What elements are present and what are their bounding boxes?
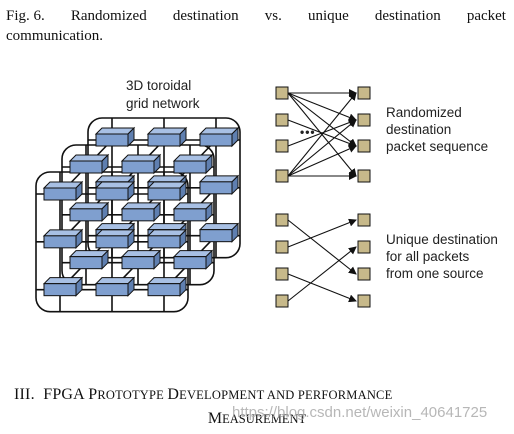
network-node — [95, 235, 129, 249]
source-node-square — [275, 267, 289, 281]
network-node — [147, 133, 181, 147]
grid-label-line2: grid network — [126, 96, 200, 111]
source-node-square — [275, 139, 289, 153]
caption-word: destination — [374, 8, 441, 24]
network-node — [173, 208, 207, 222]
randomized-label-2: destination — [386, 122, 451, 137]
section-heading-line2: MEASUREMENT — [207, 410, 307, 427]
network-node — [121, 160, 155, 174]
toroidal-grid-network — [35, 117, 241, 313]
network-node — [95, 283, 129, 297]
section-numeral: III. — [14, 386, 35, 403]
network-node — [199, 133, 233, 147]
randomized-label-1: Randomized — [386, 105, 462, 120]
network-node — [173, 256, 207, 270]
caption-word: unique — [307, 8, 349, 24]
caption-word: Fig. 6. — [6, 8, 45, 24]
packet-arrow — [287, 219, 357, 275]
caption-word: destination — [172, 8, 239, 24]
destination-node-square — [357, 86, 371, 100]
figure-caption: Fig. 6. Randomized destination vs. uniqu… — [6, 6, 506, 46]
source-node-square — [275, 86, 289, 100]
network-node — [147, 283, 181, 297]
grid-label-line1: 3D toroidal — [126, 78, 191, 93]
caption-line-2: communication. — [6, 28, 104, 44]
source-node-square — [275, 169, 289, 183]
packet-arrow — [287, 118, 357, 147]
network-node — [43, 235, 77, 249]
source-node-square — [275, 213, 289, 227]
packet-arrow-diagrams — [275, 86, 371, 308]
network-node — [121, 256, 155, 270]
packet-arrow — [287, 145, 357, 177]
network-node — [69, 160, 103, 174]
packet-arrow — [287, 119, 357, 177]
network-node — [69, 256, 103, 270]
network-node — [147, 187, 181, 201]
network-node — [95, 187, 129, 201]
network-node — [147, 235, 181, 249]
unique-label-3: from one source — [386, 266, 484, 281]
destination-node-square — [357, 113, 371, 127]
destination-node-square — [357, 139, 371, 153]
caption-word: vs. — [264, 8, 282, 24]
packet-arrow — [287, 92, 357, 177]
packet-arrow — [287, 246, 357, 302]
source-node-square — [275, 113, 289, 127]
network-node — [199, 181, 233, 195]
destination-node-square — [357, 213, 371, 227]
caption-word: packet — [466, 8, 506, 24]
randomized-label-3: packet sequence — [386, 139, 488, 154]
section-heading-line1: III. FPGA PROTOTYPE DEVELOPMENT AND PERF… — [14, 386, 393, 403]
destination-node-square — [357, 294, 371, 308]
network-node — [199, 229, 233, 243]
network-node — [69, 208, 103, 222]
packet-arrow — [287, 218, 357, 248]
unique-label-1: Unique destination — [386, 232, 498, 247]
packet-arrow — [287, 273, 357, 303]
network-node — [43, 187, 77, 201]
caption-word: Randomized — [70, 8, 147, 24]
destination-node-square — [357, 169, 371, 183]
packet-arrow — [287, 92, 357, 122]
source-node-square — [275, 240, 289, 254]
ellipsis-dots: ••• — [300, 125, 316, 139]
unique-label-2: for all packets — [386, 249, 470, 264]
watermark-url: https://blog.csdn.net/weixin_40641725 — [232, 404, 488, 421]
figure-drawing: 3D toroidal grid network ••• Randomized … — [35, 78, 498, 313]
network-node — [121, 208, 155, 222]
packet-arrow — [287, 92, 357, 147]
destination-node-square — [357, 240, 371, 254]
destination-node-square — [357, 267, 371, 281]
figure-6: 3D toroidal grid network ••• Randomized … — [0, 70, 514, 340]
network-node — [43, 283, 77, 297]
network-node — [95, 133, 129, 147]
network-node — [173, 160, 207, 174]
caption-line-1: Fig. 6. Randomized destination vs. uniqu… — [6, 6, 506, 26]
source-node-square — [275, 294, 289, 308]
